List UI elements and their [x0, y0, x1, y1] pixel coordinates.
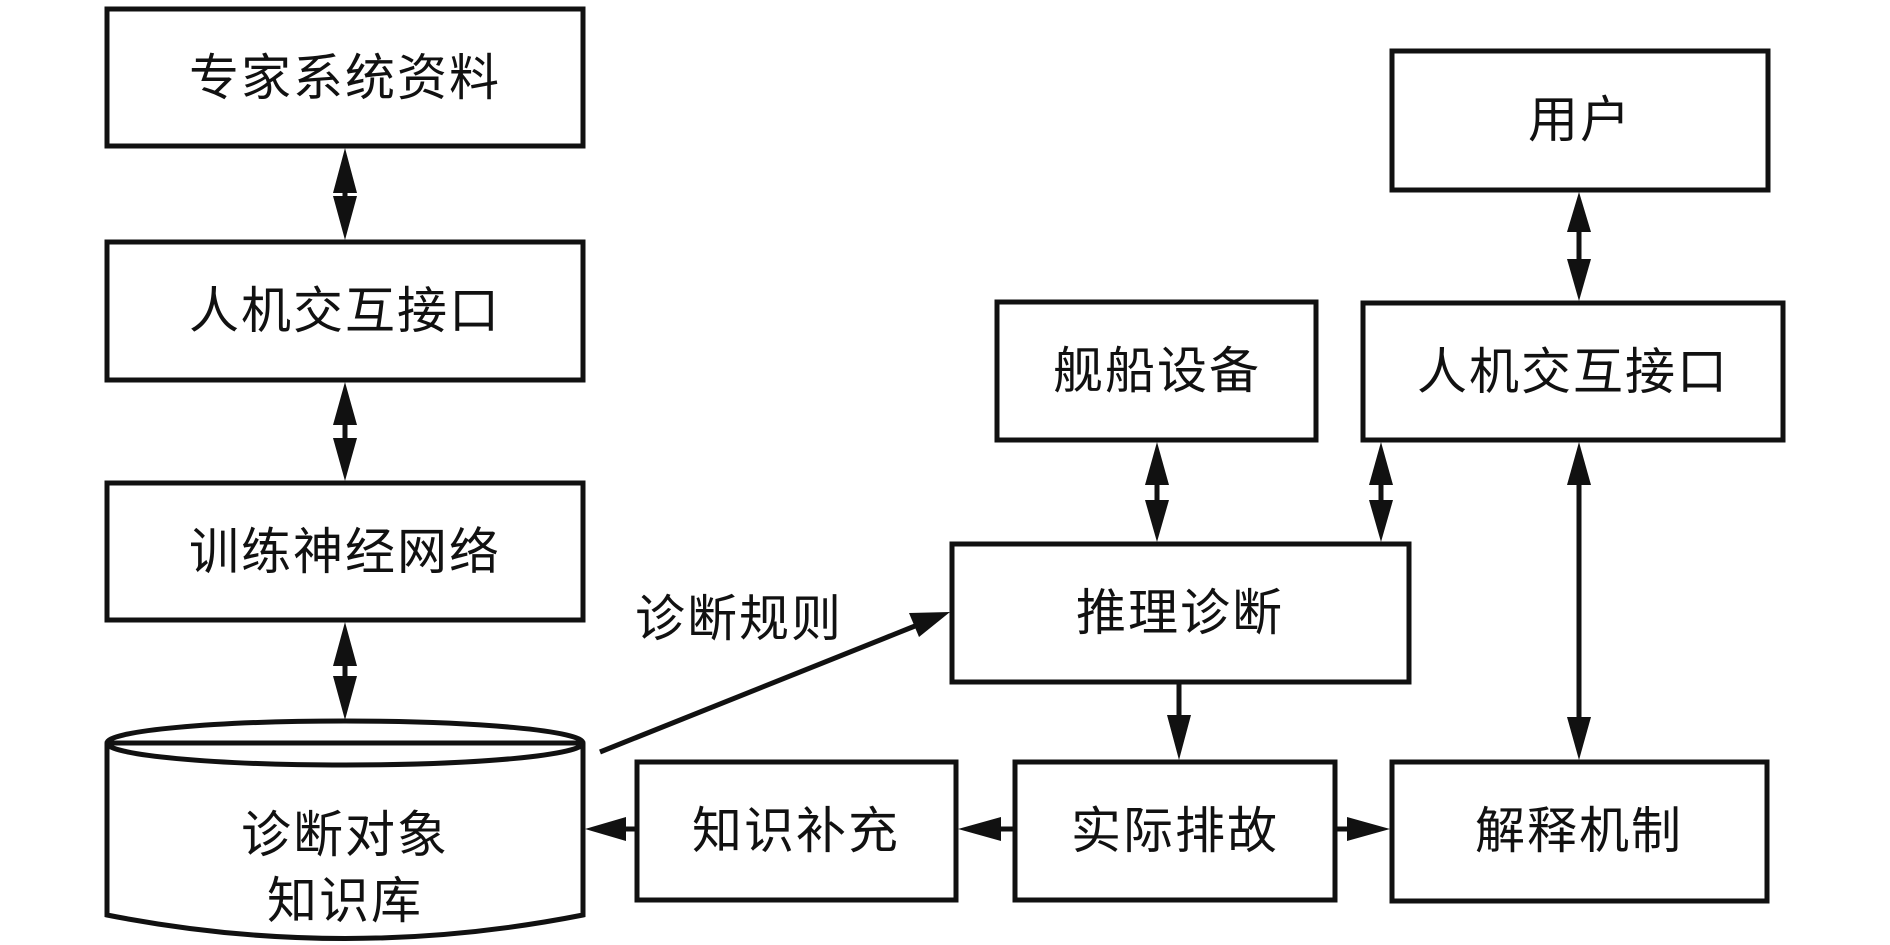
node-explanation: 解释机制 [1389, 759, 1770, 904]
arrowhead-up [333, 148, 357, 193]
edge-knowledge-supplement-knowledge-base [585, 817, 635, 841]
arrowhead-diagonal [909, 612, 950, 637]
arrowhead-left [958, 817, 1001, 841]
edge-actual-troubleshoot-explanation [1337, 817, 1390, 841]
arrowhead-down [1567, 717, 1591, 760]
node-user: 用户 [1389, 48, 1771, 193]
edge-user-hci-right [1567, 192, 1591, 301]
arrowhead-up [333, 622, 357, 666]
edge-label-diagnosis-rules: 诊断规则 [635, 590, 843, 648]
arrowhead-down [1167, 715, 1191, 760]
edge-train-nn-knowledge-base [333, 622, 357, 720]
edge-knowledge-base-inference: 诊断规则 [599, 590, 950, 755]
arrowhead-up [1567, 192, 1591, 232]
arrowhead-up [1145, 442, 1169, 485]
node-expert-data-label: 专家系统资料 [189, 49, 501, 107]
arrowhead-down [1567, 259, 1591, 301]
edge-ship-equipment-inference [1145, 442, 1169, 542]
node-knowledge-base-label-line1: 诊断对象 [241, 806, 449, 864]
node-knowledge-base: 诊断对象 知识库 [104, 718, 586, 941]
arrowhead-down [333, 196, 357, 240]
arrowhead-down [1145, 500, 1169, 542]
node-hci-right-label: 人机交互接口 [1417, 343, 1729, 401]
node-ship-equipment-label: 舰船设备 [1053, 342, 1261, 400]
edge-hci-left-train-nn [333, 382, 357, 481]
node-inference: 推理诊断 [949, 541, 1412, 685]
node-inference-label: 推理诊断 [1076, 584, 1284, 642]
node-knowledge-supplement: 知识补充 [634, 759, 959, 903]
arrowhead-up [1369, 442, 1393, 485]
node-actual-troubleshoot: 实际排故 [1012, 759, 1338, 903]
node-expert-data: 专家系统资料 [104, 6, 586, 149]
node-knowledge-base-label-line2: 知识库 [267, 872, 423, 930]
node-hci-left-label: 人机交互接口 [189, 282, 501, 340]
edge-hci-right-inference [1369, 442, 1393, 542]
arrowhead-up [1567, 442, 1591, 485]
node-train-nn-label: 训练神经网络 [189, 523, 501, 581]
arrowhead-right [1347, 817, 1390, 841]
edge-inference-actual-troubleshoot [1167, 684, 1191, 760]
node-actual-troubleshoot-label: 实际排故 [1071, 802, 1279, 860]
node-hci-left: 人机交互接口 [104, 239, 586, 383]
arrowhead-up [333, 382, 357, 425]
node-user-label: 用户 [1528, 91, 1632, 149]
arrowhead-down [1369, 500, 1393, 542]
node-train-nn: 训练神经网络 [104, 480, 586, 623]
node-hci-right: 人机交互接口 [1360, 300, 1786, 443]
arrowhead-left [585, 817, 626, 841]
node-explanation-label: 解释机制 [1475, 802, 1683, 860]
node-knowledge-supplement-label: 知识补充 [692, 802, 900, 860]
arrowhead-down [333, 676, 357, 720]
node-ship-equipment: 舰船设备 [994, 299, 1319, 443]
edge-hci-right-explanation [1567, 442, 1591, 760]
edge-expert-data-hci-left [333, 148, 357, 240]
edge-actual-troubleshoot-knowledge-supplement [958, 817, 1013, 841]
arrowhead-down [333, 438, 357, 481]
